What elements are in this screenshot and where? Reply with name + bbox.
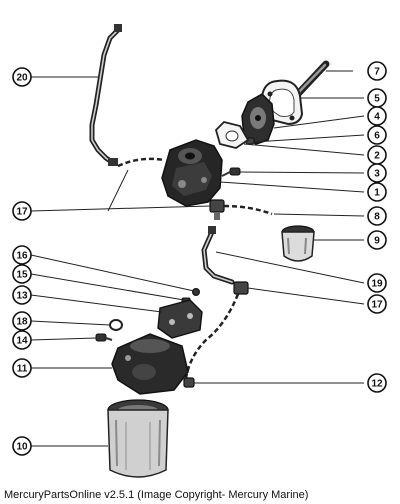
- callout-2: 2: [367, 145, 387, 165]
- part-filter-bowl-9: [281, 225, 315, 262]
- callout-13-label: 13: [16, 291, 28, 302]
- part-filter-cartridge-10: [107, 399, 169, 478]
- callout-5: 5: [367, 88, 387, 108]
- callout-9-label: 9: [374, 236, 380, 247]
- part-plug-12: [183, 377, 195, 388]
- callout-18: 19: [367, 273, 387, 293]
- part-nut-16: [192, 288, 200, 296]
- callout-16: 16: [12, 245, 32, 265]
- callout-17-upper: 17: [12, 201, 32, 221]
- callout-20: 18: [12, 311, 32, 331]
- callout-8-label: 8: [374, 212, 380, 223]
- part-hose-lower: [184, 293, 240, 379]
- image-credit: MercuryPartsOnline v2.5.1 (Image Copyrig…: [4, 489, 309, 501]
- callout-13: 13: [12, 285, 32, 305]
- part-oring-20: [109, 319, 123, 331]
- callout-10-label: 10: [16, 442, 28, 453]
- callout-17-lower: 17: [367, 294, 387, 314]
- part-gasket-2: [214, 121, 250, 149]
- callout-15-label: 15: [16, 270, 28, 281]
- part-fitting-17-upper: [209, 199, 225, 220]
- callout-12-label: 12: [371, 379, 383, 390]
- callout-4: 4: [367, 106, 387, 126]
- callout-15: 15: [12, 264, 32, 284]
- callout-3: 3: [367, 163, 387, 183]
- callout-17-lower-label: 17: [371, 300, 383, 311]
- callout-11-label: 11: [17, 364, 28, 375]
- callout-18-label: 19: [371, 279, 383, 290]
- callout-6-label: 6: [374, 131, 380, 142]
- callout-9: 9: [367, 230, 387, 250]
- callout-7: 7: [367, 61, 387, 81]
- part-fuel-line-18: [201, 226, 235, 285]
- callout-19-label: 20: [16, 73, 28, 84]
- callout-20-label: 18: [16, 317, 28, 328]
- part-plate-4: [241, 93, 275, 145]
- callout-4-label: 4: [374, 112, 380, 123]
- callout-12: 12: [367, 373, 387, 393]
- callout-11: 11: [12, 358, 32, 378]
- callout-16-label: 16: [16, 251, 28, 262]
- part-hose-upper: [117, 157, 165, 168]
- callout-14: 14: [12, 330, 32, 350]
- callout-1: 1: [367, 182, 387, 202]
- callout-14-label: 14: [16, 336, 28, 347]
- part-filter-base-11: [111, 333, 189, 395]
- part-fitting-17-lower: [233, 281, 249, 295]
- part-screw-3: [221, 167, 241, 177]
- callout-8: 8: [367, 206, 387, 226]
- part-hose-8: [223, 204, 273, 216]
- leader-lines: [30, 70, 365, 447]
- part-fuel-pump-1: [161, 139, 223, 207]
- callout-10: 10: [12, 436, 32, 456]
- callout-6: 6: [367, 125, 387, 145]
- callout-17-upper-label: 17: [16, 207, 28, 218]
- callout-19: 20: [12, 67, 32, 87]
- callout-5-label: 5: [374, 94, 380, 105]
- part-screw-14: [95, 333, 113, 342]
- callout-7-label: 7: [374, 67, 380, 78]
- callout-2-label: 2: [374, 151, 380, 162]
- part-fuel-line-19: [89, 24, 122, 166]
- callout-1-label: 1: [374, 188, 380, 199]
- part-bracket-13: [157, 299, 203, 339]
- part-rod-7: [292, 60, 330, 100]
- callout-3-label: 3: [374, 169, 380, 180]
